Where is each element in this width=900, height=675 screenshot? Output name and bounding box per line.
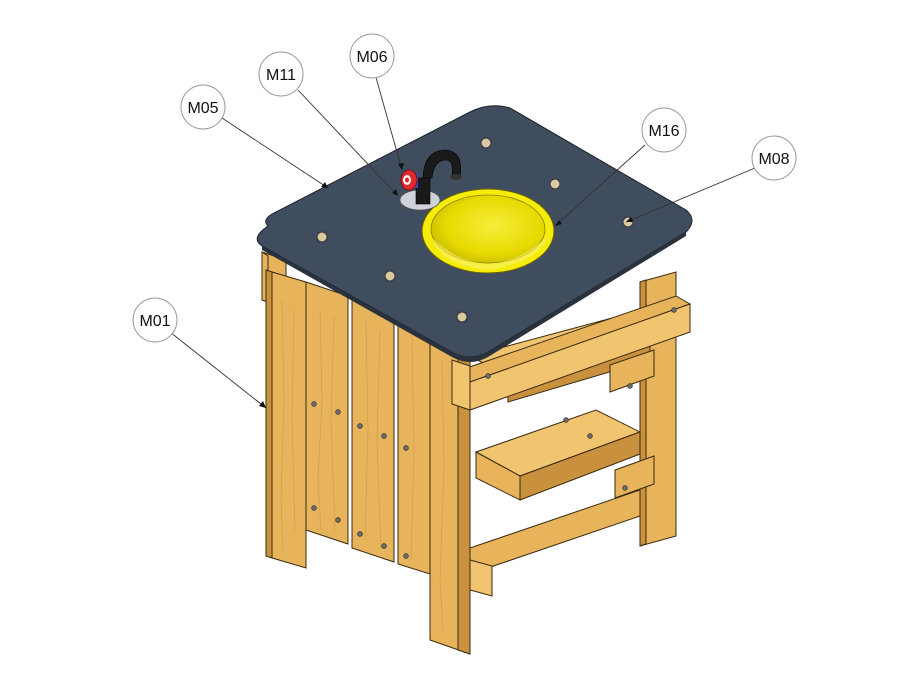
arrowhead-m01	[259, 401, 266, 408]
callout-m05: M05	[180, 84, 226, 130]
callout-label-m08: M08	[758, 151, 789, 168]
leader-m16	[554, 144, 646, 227]
callout-label-m01: M01	[139, 313, 170, 330]
leader-m11	[297, 89, 399, 197]
leader-m01	[169, 331, 267, 409]
callout-m01: M01	[132, 297, 178, 343]
callout-m08: M08	[751, 135, 797, 181]
callout-label-m11: M11	[266, 67, 296, 84]
leader-m06	[374, 73, 403, 171]
callout-m06: M06	[349, 33, 395, 79]
arrowhead-m06	[398, 163, 404, 170]
callout-label-m16: M16	[648, 123, 679, 140]
arrowhead-m05	[321, 182, 328, 188]
panel-screws	[311, 307, 677, 559]
arrowhead-m11	[392, 189, 398, 196]
basin	[421, 188, 555, 274]
frame-left-side	[261, 251, 307, 569]
tap	[399, 149, 462, 211]
arrowhead-m08	[626, 217, 633, 222]
leader-m08	[625, 167, 756, 223]
front-panel	[305, 281, 471, 655]
callout-label-m05: M05	[187, 100, 218, 117]
callout-label-m06: M06	[356, 49, 387, 66]
callout-m11: M11	[258, 51, 304, 97]
arrowhead-m16	[555, 220, 562, 226]
callout-m16: M16	[641, 107, 687, 153]
leader-m05	[221, 117, 329, 189]
leader-lines	[169, 73, 756, 409]
